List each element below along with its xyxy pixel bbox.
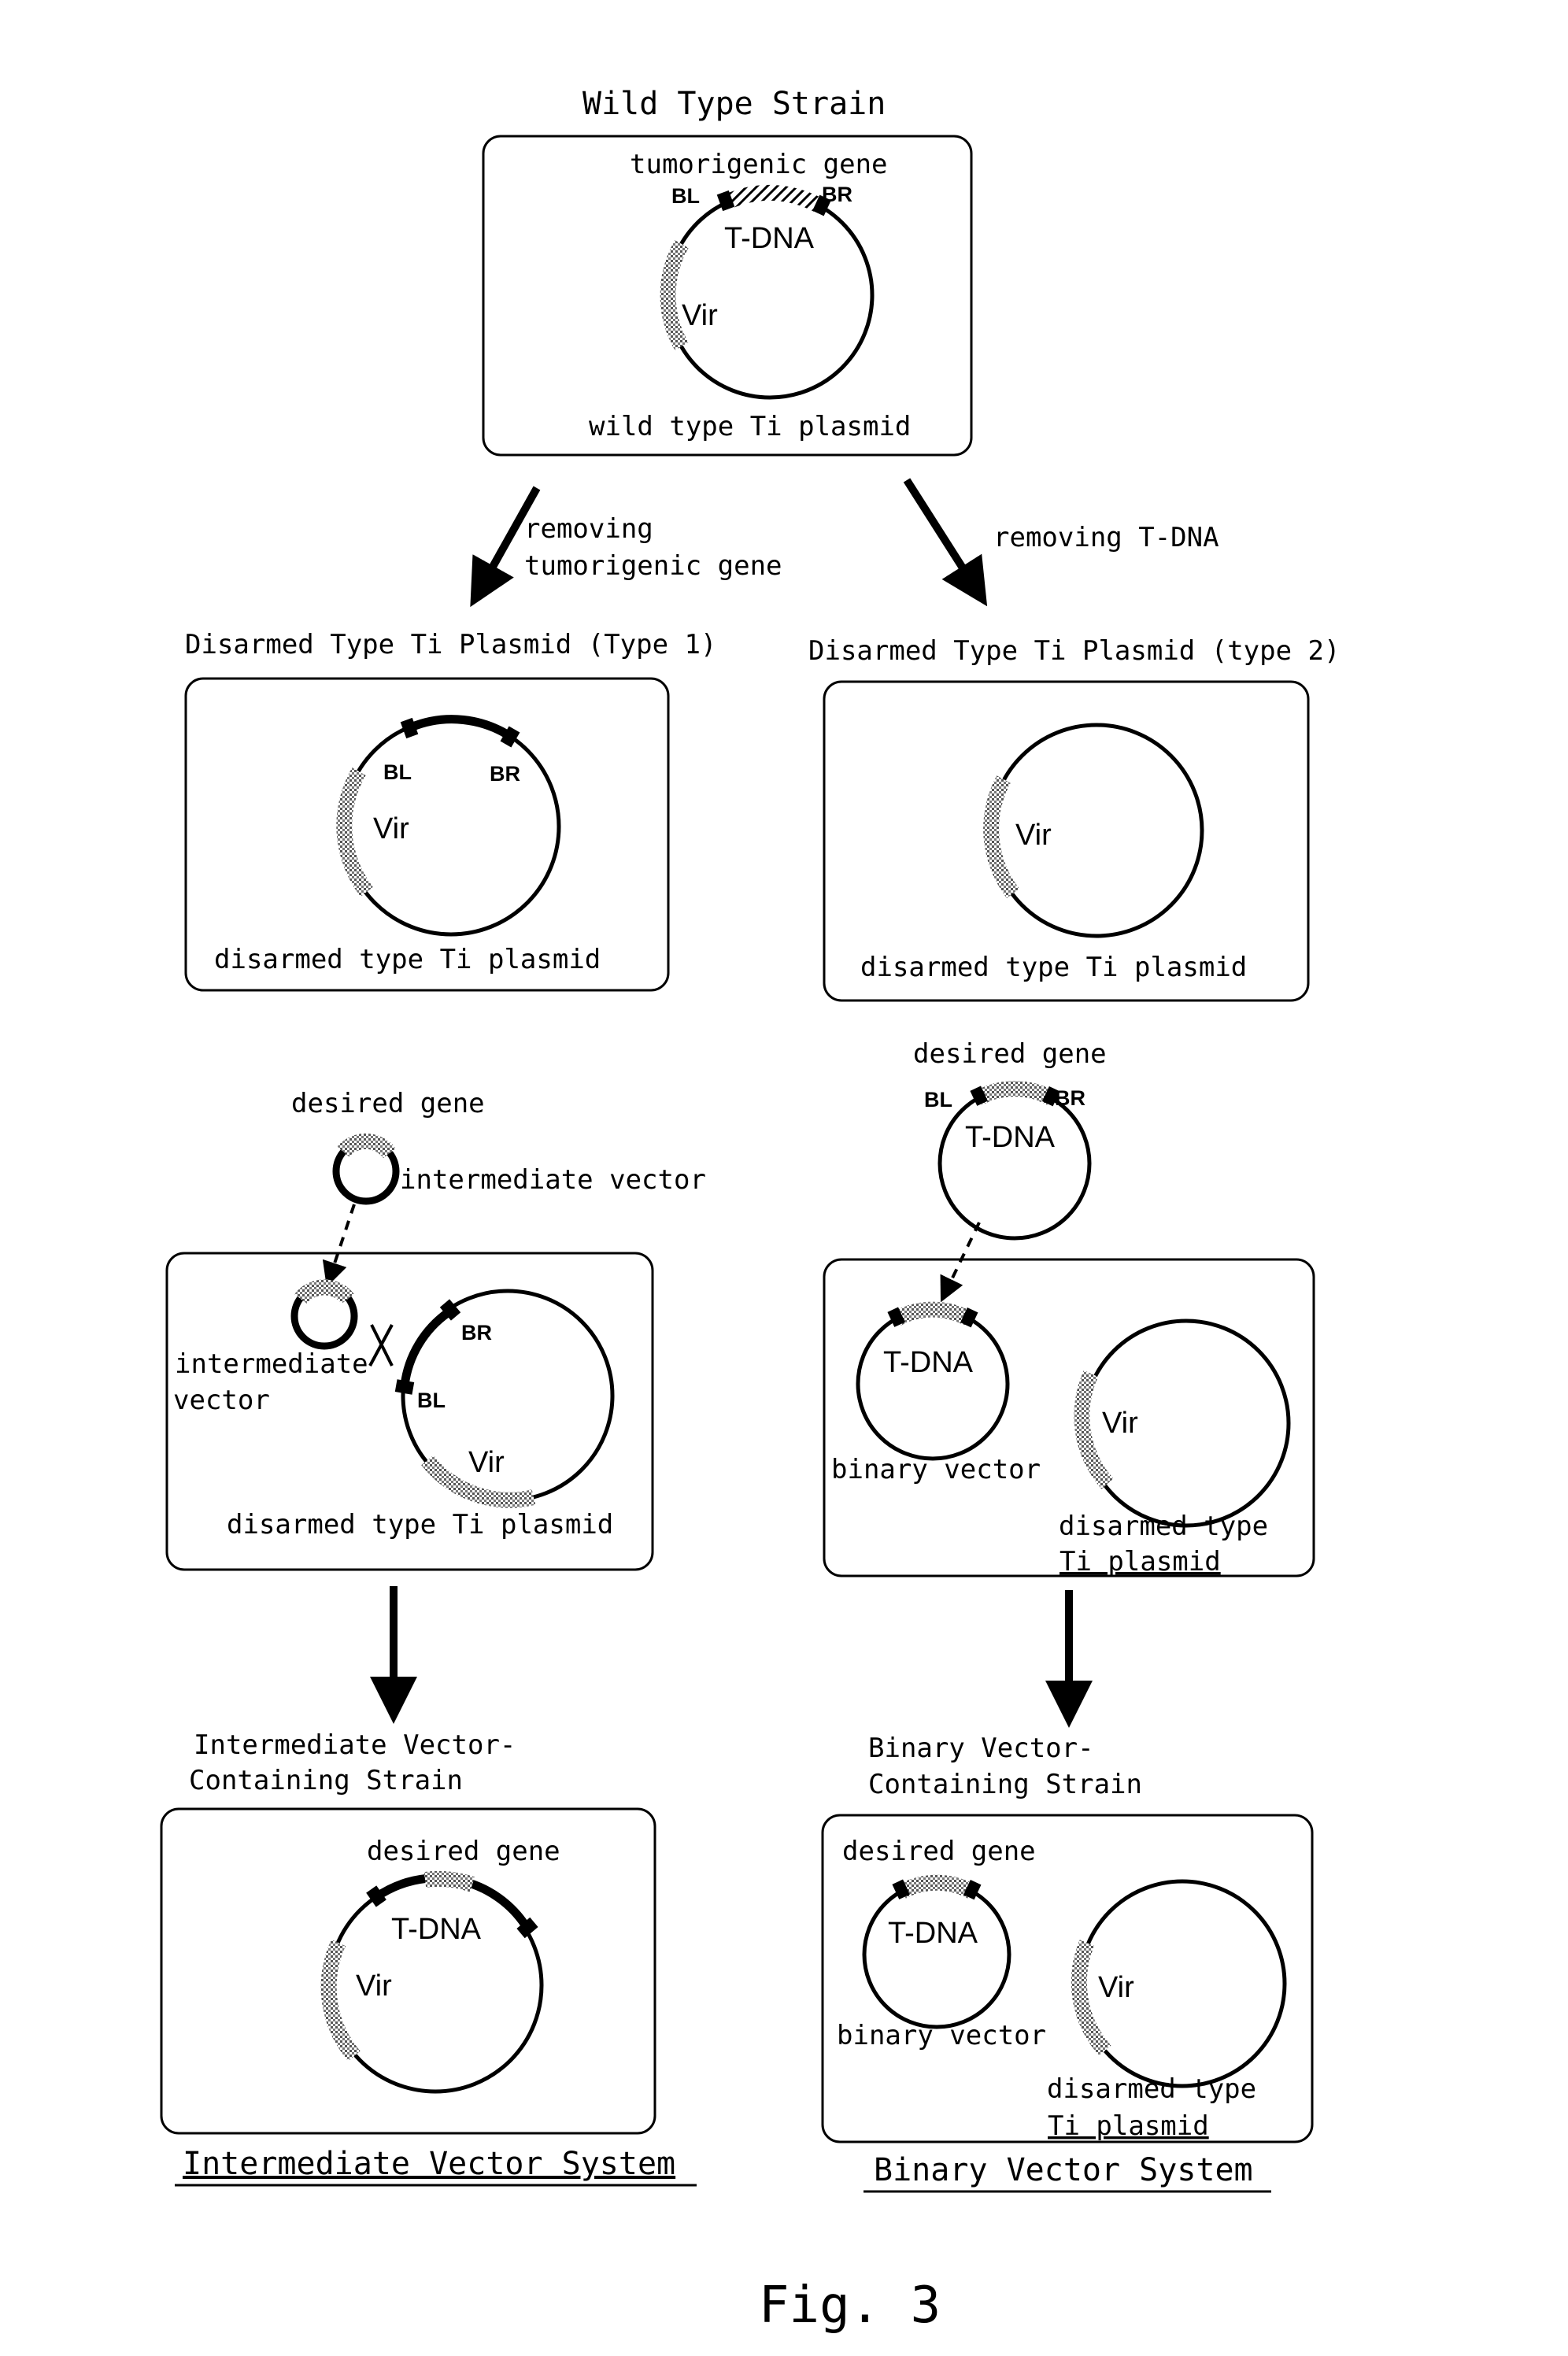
- tumorigenic-gene-label: tumorigenic gene: [630, 149, 888, 180]
- iv-desired-gene-label: desired gene: [291, 1088, 485, 1119]
- iv-box-gene-segment: [301, 1287, 348, 1299]
- removing-label-line2: tumorigenic gene: [524, 550, 782, 582]
- bv-strain-vector-ring: [864, 1882, 1009, 2027]
- bv-vir-label: Vir: [1102, 1407, 1138, 1440]
- wild-type-strain-panel: Wild Type Strain tumorigenic gene BL BR …: [483, 86, 971, 455]
- disarmed-type2-panel: Disarmed Type Ti Plasmid (type 2) Vir di…: [808, 635, 1341, 1000]
- binary-vector-step: desired gene BL BR T-DNA T-DNA binary ve…: [824, 1038, 1314, 1577]
- wild-vir-segment: [668, 244, 682, 346]
- removing-tdna-label: removing T-DNA: [993, 522, 1219, 553]
- iv-strain-title-line2: Containing Strain: [189, 1765, 463, 1796]
- type1-bl-marker: [401, 718, 419, 738]
- wild-type-box: [483, 136, 971, 455]
- bv-strain-tdna-label: T-DNA: [888, 1917, 978, 1950]
- bv-box-gene-segment: [897, 1310, 968, 1319]
- removing-tumorigenic-arrow-group: removing tumorigenic gene: [482, 488, 782, 586]
- disarmed-type1-panel: Disarmed Type Ti Plasmid (Type 1) BL BR …: [185, 629, 717, 990]
- removing-tdna-arrow-group: removing T-DNA: [907, 480, 1219, 586]
- type1-bl-label: BL: [383, 760, 412, 784]
- wild-tdna-label: T-DNA: [724, 222, 815, 255]
- type1-tdna-segment: [411, 719, 513, 738]
- bv-box-vector-ring: [858, 1309, 1008, 1459]
- bv-strain-title-line1: Binary Vector-: [868, 1733, 1094, 1764]
- iv-caption: disarmed type Ti plasmid: [227, 1509, 613, 1540]
- type2-caption: disarmed type Ti plasmid: [860, 952, 1247, 983]
- iv-box-label-line2: vector: [173, 1385, 270, 1416]
- iv-strain-panel: Intermediate Vector- Containing Strain d…: [161, 1729, 655, 2133]
- intermediate-vector-step: desired gene intermediate vector interme…: [167, 1088, 706, 1570]
- iv-bl-marker: [395, 1379, 414, 1395]
- figure-label: Fig. 3: [759, 2276, 941, 2335]
- disarmed-type1-title: Disarmed Type Ti Plasmid (Type 1): [185, 629, 717, 660]
- wild-bl-label: BL: [671, 184, 700, 208]
- wild-br-label: BR: [822, 183, 852, 206]
- iv-strain-vir-segment: [329, 1943, 354, 2056]
- type2-vir-label: Vir: [1015, 819, 1052, 852]
- iv-strain-desired-gene-label: desired gene: [367, 1836, 560, 1867]
- bv-loose-vector-ring: [940, 1089, 1089, 1238]
- bv-strain-binary-vector-label: binary vector: [837, 2020, 1046, 2051]
- iv-vir-label: Vir: [468, 1446, 505, 1479]
- iv-bl-label: BL: [417, 1389, 446, 1412]
- bv-strain-vir-label: Vir: [1098, 1971, 1134, 2004]
- iv-strain-vir-label: Vir: [356, 1969, 392, 2003]
- bv-caption-line1: disarmed type: [1059, 1511, 1268, 1542]
- bv-desired-gene-label: desired gene: [913, 1038, 1107, 1070]
- iv-strain-title-line1: Intermediate Vector-: [194, 1729, 516, 1761]
- bv-loose-gene-segment: [978, 1089, 1051, 1098]
- bv-strain-title-line2: Containing Strain: [868, 1769, 1142, 1800]
- intermediate-vector-label: intermediate vector: [400, 1164, 706, 1196]
- removing-tdna-arrow: [907, 480, 974, 586]
- bv-box-tdna-label: T-DNA: [883, 1346, 974, 1379]
- type1-br-label: BR: [490, 762, 520, 786]
- iv-br-label: BR: [461, 1321, 492, 1344]
- bv-dashed-arrow: [946, 1222, 979, 1291]
- bv-caption-line2: Ti plasmid: [1060, 1546, 1221, 1577]
- iv-desired-gene-segment: [343, 1141, 390, 1153]
- bv-loose-bl-label: BL: [924, 1088, 952, 1111]
- wild-ti-plasmid-caption: wild type Ti plasmid: [589, 411, 911, 442]
- bv-strain-panel: Binary Vector- Containing Strain desired…: [823, 1733, 1312, 2142]
- bv-loose-br-label: BR: [1055, 1086, 1085, 1110]
- iv-dashed-arrow: [331, 1204, 354, 1275]
- type2-vir-segment: [991, 779, 1013, 893]
- bv-strain-gene-segment: [902, 1883, 971, 1892]
- wild-type-title: Wild Type Strain: [582, 86, 886, 122]
- bv-strain-desired-gene-label: desired gene: [842, 1836, 1036, 1867]
- type1-vir-label: Vir: [373, 812, 409, 845]
- bv-strain-caption-line2: Ti plasmid: [1048, 2110, 1209, 2142]
- type1-vir-segment: [344, 771, 367, 892]
- disarmed-type2-title: Disarmed Type Ti Plasmid (type 2): [808, 635, 1341, 667]
- bv-strain-caption-line1: disarmed type: [1047, 2073, 1256, 2105]
- iv-strain-gene-segment: [425, 1879, 472, 1884]
- iv-tdna-segment: [405, 1312, 449, 1385]
- bv-binary-vector-label: binary vector: [831, 1454, 1041, 1485]
- iv-box-label-line1: intermediate: [175, 1348, 368, 1380]
- binary-vector-system-label: Binary Vector System: [874, 2152, 1253, 2188]
- iv-strain-tdna-label: T-DNA: [391, 1913, 482, 1946]
- wild-vir-label: Vir: [682, 299, 718, 332]
- removing-label-line1: removing: [524, 513, 653, 545]
- bv-loose-tdna-label: T-DNA: [965, 1121, 1056, 1154]
- intermediate-vector-system-label: Intermediate Vector System: [183, 2146, 675, 2182]
- type1-caption: disarmed type Ti plasmid: [214, 944, 601, 975]
- tumorigenic-gene-segment: [728, 193, 820, 206]
